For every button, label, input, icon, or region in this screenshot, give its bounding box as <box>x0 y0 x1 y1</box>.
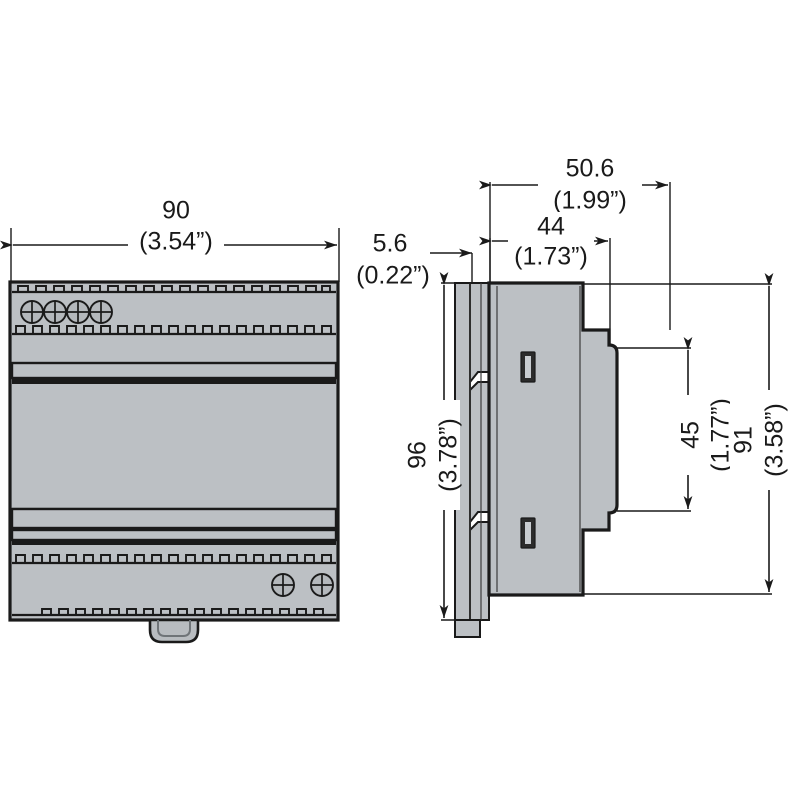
front-view-upper-vent-strip <box>12 325 336 336</box>
dimension-width-90: 90 (3.54”) <box>0 196 340 282</box>
front-view-bottom-terminal-group <box>271 573 334 597</box>
screw-terminal-icon <box>20 300 44 324</box>
dimension-height-overall-value-mm: 96 <box>404 441 432 469</box>
dimension-depth-body-value-in: (1.73”) <box>514 243 588 271</box>
screw-terminal-icon <box>43 300 67 324</box>
ventilation-slot-icon <box>520 351 536 383</box>
screw-terminal-icon <box>310 573 334 597</box>
screw-terminal-icon <box>89 300 113 324</box>
dimension-clip-offset-5-6: 5.6 (0.22”) <box>356 230 473 290</box>
dimension-depth-total-value-mm: 50.6 <box>566 155 615 183</box>
dimension-depth-total-50-6: 50.6 (1.99”) <box>479 152 671 330</box>
ventilation-slot-icon <box>520 517 536 549</box>
dimension-height-front-45: 45 (1.77”) <box>617 337 735 512</box>
side-view: 5.6 (0.22”) 50.6 (1.99”) 44 (1.73”) <box>356 152 789 638</box>
screw-terminal-icon <box>66 300 90 324</box>
dimension-depth-body-44: 44 (1.73”) <box>479 212 611 345</box>
dimension-height-front-value-in: (1.77”) <box>707 398 735 472</box>
dimension-depth-total-value-in: (1.99”) <box>553 187 627 215</box>
front-view-lower-vent-strip <box>12 554 336 565</box>
dimension-height-overall-value-in: (3.78”) <box>435 418 463 492</box>
dimension-height-body-91: 91 (3.58”) <box>583 273 789 595</box>
front-view: 90 (3.54”) <box>0 196 340 644</box>
dimension-height-front-value-mm: 45 <box>677 421 705 449</box>
screw-terminal-icon <box>271 573 295 597</box>
dimension-clip-offset-value-mm: 5.6 <box>373 230 408 258</box>
dimension-clip-offset-value-in: (0.22”) <box>356 262 430 290</box>
front-view-top-terminal-group <box>20 300 113 324</box>
dimension-depth-body-value-mm: 44 <box>537 213 565 241</box>
front-view-lower-bands <box>10 507 338 545</box>
dimension-height-overall-96: 96 (3.78”) <box>404 272 472 621</box>
side-view-body-outline <box>487 281 619 597</box>
dimension-height-body-value-mm: 91 <box>730 426 758 454</box>
dimension-height-body-value-in: (3.58”) <box>761 403 789 477</box>
din-rail-clip-icon <box>148 618 200 644</box>
dimension-width-value-in: (3.54”) <box>139 228 213 256</box>
front-view-upper-bands <box>10 361 338 384</box>
front-view-bottom-vent-strip <box>12 608 336 617</box>
dimension-width-value-mm: 90 <box>162 197 190 225</box>
front-view-top-vent-strip <box>12 285 336 294</box>
